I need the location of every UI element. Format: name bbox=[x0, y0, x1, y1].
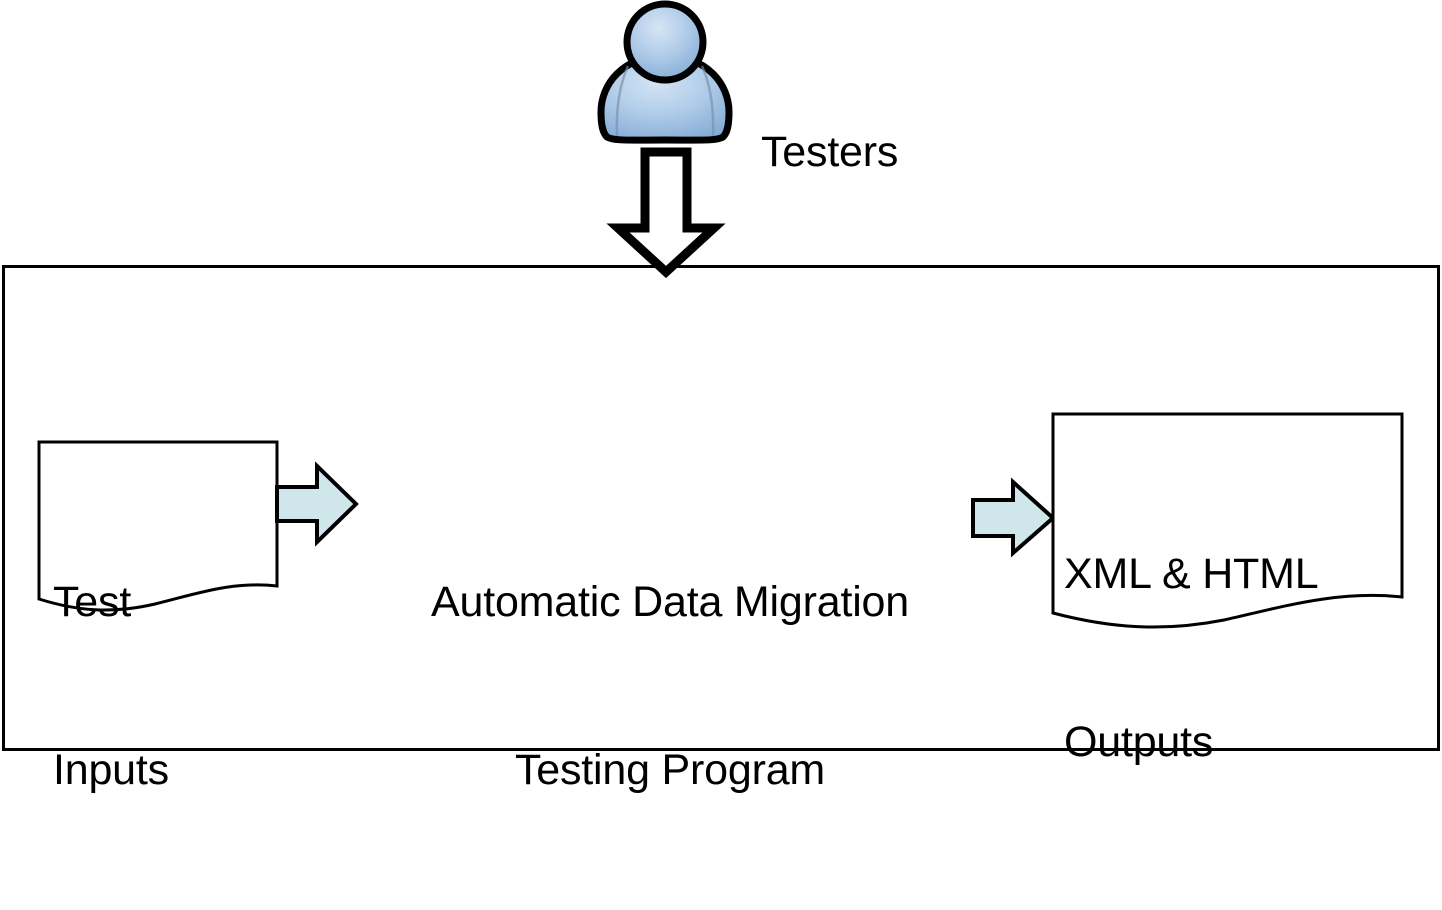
person-user-icon bbox=[597, 0, 733, 144]
node-label-line: Outputs bbox=[1064, 718, 1214, 766]
node-label-test-inputs: Test Inputs bbox=[53, 462, 169, 910]
node-label-line: XML & HTML bbox=[1064, 550, 1319, 598]
node-label-outputs: XML & HTML Outputs bbox=[1064, 434, 1319, 882]
node-label-program: Automatic Data Migration Testing Program bbox=[366, 462, 974, 910]
node-label-line: Test bbox=[53, 578, 132, 626]
actor-label-testers: Testers bbox=[761, 128, 899, 176]
document-shape-xml-html-outputs bbox=[1051, 412, 1404, 629]
node-label-line: Testing Program bbox=[514, 746, 826, 794]
right-block-arrow-icon-inputs-to-program bbox=[275, 461, 359, 547]
down-block-arrow-icon bbox=[606, 147, 726, 279]
diagram-canvas: Testers Test Inputs Automatic Data Migra… bbox=[0, 0, 1442, 794]
right-block-arrow-icon-program-to-outputs bbox=[971, 477, 1057, 558]
node-label-line: Inputs bbox=[53, 746, 169, 794]
node-label-line: Automatic Data Migration bbox=[431, 578, 909, 626]
document-shape-test-inputs bbox=[37, 440, 279, 612]
diagram-graphics bbox=[2, 0, 1440, 751]
